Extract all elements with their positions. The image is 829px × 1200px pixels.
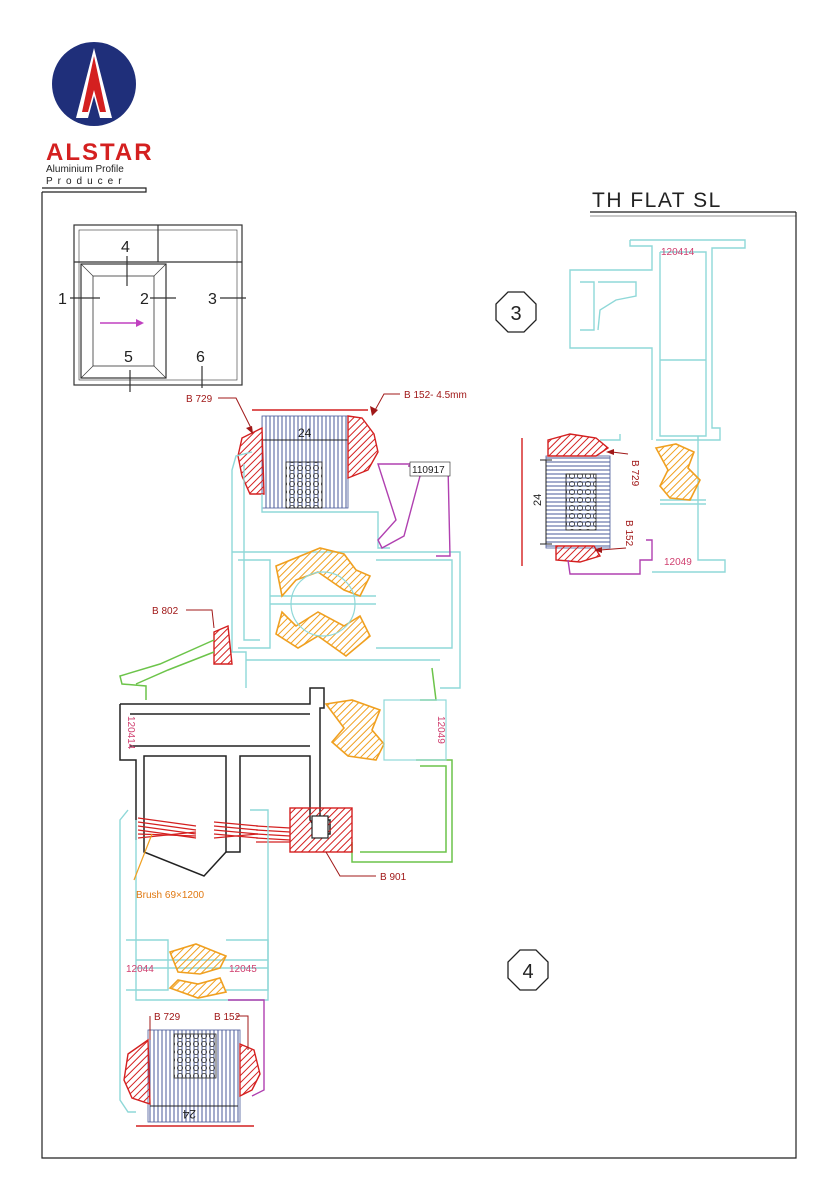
- s3-label-b729: B 729: [629, 460, 640, 487]
- section-marker-4: 4: [507, 949, 549, 991]
- svg-text:4: 4: [522, 961, 533, 983]
- s4-thermal-break-bottom: [168, 943, 228, 999]
- s4-label-b901: B 901: [380, 872, 407, 883]
- s4-label-b152-bottom: B 152: [214, 1012, 241, 1023]
- key-plan: [70, 224, 246, 392]
- section-3-drawing: 24 B 729 B 152 120414 12049: [521, 239, 746, 575]
- s3-frame-profile: [569, 239, 746, 573]
- key-plan-labels: 1 2 3 4 5 6: [58, 239, 217, 366]
- s4-thermal-break-frame: [324, 699, 385, 761]
- s4-brush: [137, 817, 291, 843]
- s4-code-12049: 12049: [435, 716, 446, 744]
- key-label-1: 1: [58, 291, 67, 308]
- alstar-logo: [52, 42, 136, 126]
- section-4-drawing: 24 110917: [119, 390, 467, 1127]
- s4-code-12045: 12045: [229, 964, 257, 975]
- svg-text:3: 3: [510, 303, 521, 325]
- s4-gasket-b152-bottom: [239, 1042, 261, 1098]
- key-label-5: 5: [124, 349, 133, 366]
- s3-code-12049: 12049: [664, 557, 692, 568]
- s4-bottom-sash-profile: [119, 809, 269, 1113]
- s4-bead-110917: [377, 463, 451, 557]
- slide-direction-arrow: [100, 319, 144, 327]
- brand-tagline-1: Aluminium Profile: [46, 164, 124, 175]
- s4-thermal-break-sash: [275, 547, 372, 658]
- s4-sash-profile: [231, 451, 461, 689]
- s4-gasket-b802: [213, 624, 233, 665]
- brand-name: ALSTAR: [46, 139, 154, 166]
- s4-bottom-bead: [228, 999, 265, 1097]
- key-label-4: 4: [121, 239, 130, 256]
- s4-label-b802: B 802: [152, 606, 179, 617]
- key-label-2: 2: [140, 291, 149, 308]
- s3-label-b152: B 152: [623, 520, 634, 547]
- s4-code-110917: 110917: [412, 465, 445, 476]
- s3-gasket-top: [547, 433, 610, 457]
- s4-bottom-glass-dim: 24: [182, 1107, 196, 1121]
- s3-spacer: [565, 473, 597, 531]
- section-marker-3: 3: [495, 291, 537, 333]
- s4-gasket-b152-top: [347, 415, 379, 480]
- sheet-title: TH FLAT SL: [592, 189, 722, 212]
- s4-label-b729-bottom: B 729: [154, 1012, 181, 1023]
- s4-top-spacer: [285, 461, 323, 509]
- s3-glass-dim: 24: [532, 494, 544, 506]
- s4-label-b729-top: B 729: [186, 394, 213, 405]
- key-label-6: 6: [196, 349, 205, 366]
- s4-top-glass-dim: 24: [298, 426, 312, 440]
- s4-green-frame: [119, 639, 453, 863]
- s4-profile-12049: [383, 699, 447, 761]
- s4-gasket-b729-top: [237, 426, 265, 495]
- s4-code-12044: 12044: [126, 964, 154, 975]
- s4-label-b152-top: B 152- 4.5mm: [404, 390, 467, 401]
- s4-gasket-b729-bottom: [123, 1038, 151, 1105]
- s4-code-120414: 120414: [125, 716, 136, 750]
- s3-gasket-bottom: [555, 545, 602, 563]
- sheet-border: [41, 187, 797, 1159]
- s3-bottom-bead: [567, 539, 653, 575]
- key-label-3: 3: [208, 291, 217, 308]
- s3-code-120414: 120414: [661, 247, 695, 258]
- s4-bottom-spacer: [173, 1033, 217, 1079]
- brand-tagline-2: Producer: [46, 176, 127, 187]
- s4-label-brush: Brush 69×1200: [136, 890, 205, 901]
- s3-thermal-break: [654, 443, 701, 501]
